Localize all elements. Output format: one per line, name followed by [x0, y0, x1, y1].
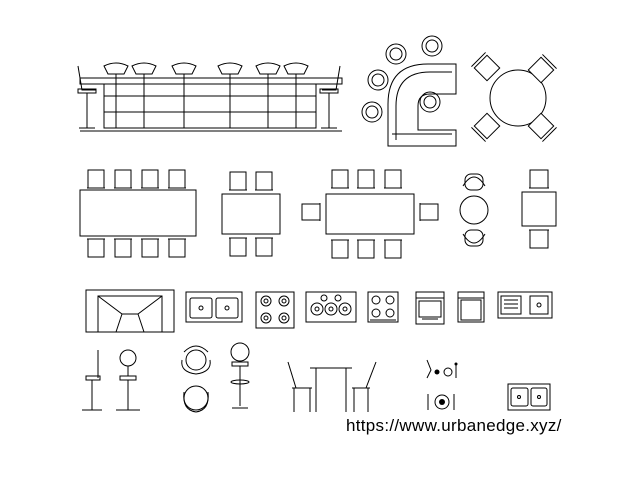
bar-stool-side-left	[78, 66, 96, 128]
oven-elevation	[416, 292, 444, 324]
square-table-two-chairs	[522, 170, 556, 248]
bar-stool-side-right	[320, 66, 340, 128]
bar-stool-front-6	[284, 63, 308, 128]
cafe-chair-left-elevation	[288, 362, 312, 412]
bar-stool-front-5	[256, 63, 280, 128]
bar-stool-plan	[362, 36, 442, 122]
rectangular-table-eight-chairs	[80, 170, 196, 257]
place-setting-plate-icon	[428, 394, 454, 410]
double-sink-small-plan	[508, 384, 550, 410]
round-table-four-chairs	[471, 52, 556, 141]
bar-stool-front-4	[218, 63, 242, 128]
cooktop-five-burner	[306, 292, 356, 322]
swivel-chair-plan	[182, 346, 210, 374]
bar-stool-front-1	[104, 63, 128, 128]
place-setting-icon	[427, 360, 458, 378]
sink-with-drainboard-plan	[498, 292, 552, 318]
swivel-stool-elevation	[231, 343, 249, 408]
bar-stool-front-view	[116, 350, 140, 410]
bar-stool-side-view	[82, 350, 102, 410]
cooktop-small	[368, 292, 398, 322]
double-sink-plan	[186, 292, 242, 322]
range-hood-elevation	[86, 290, 174, 332]
curved-bar-counter-plan	[388, 64, 456, 146]
bar-stool-front-3	[172, 63, 196, 128]
dishwasher-elevation	[458, 292, 484, 322]
rectangular-table-ten-chairs	[302, 170, 438, 258]
rectangular-table-four-chairs	[222, 172, 280, 256]
bar-counter-elevation	[80, 78, 342, 131]
cafe-table-elevation	[310, 368, 352, 412]
bar-stool-front-2	[132, 63, 156, 128]
round-chair-plan	[184, 386, 209, 412]
cafe-chair-right-elevation	[352, 362, 376, 412]
cooktop-four-burner	[256, 292, 294, 328]
watermark-url: https://www.urbanedge.xyz/	[346, 416, 562, 435]
round-table-two-chairs	[460, 174, 488, 246]
